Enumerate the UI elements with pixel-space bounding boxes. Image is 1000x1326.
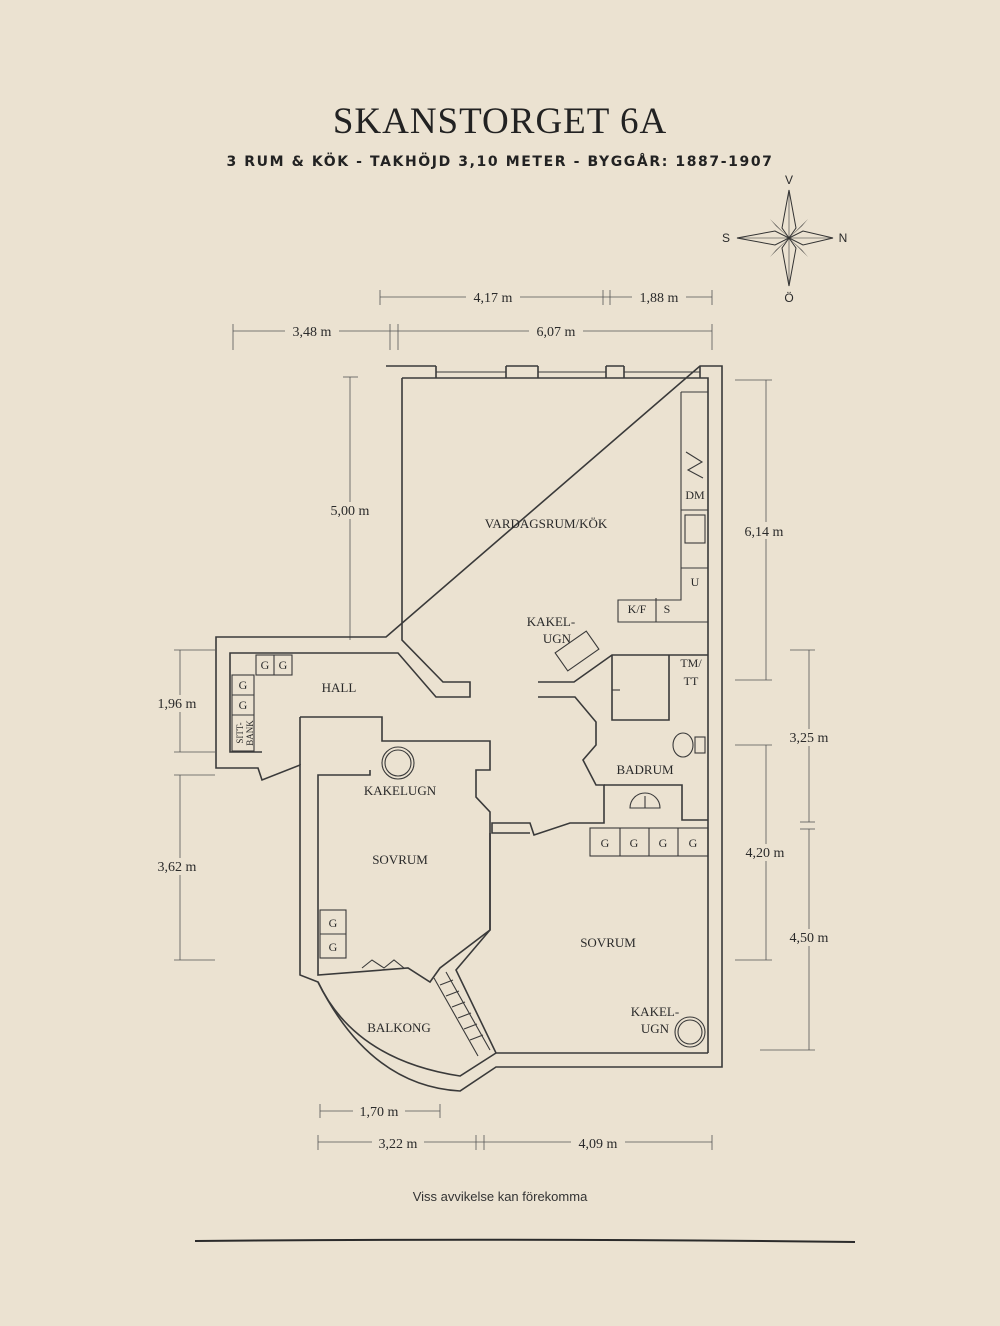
stove-label-1a: KAKEL-	[527, 614, 575, 629]
compass-east-label: Ö	[784, 291, 793, 305]
room-bedroom-1: SOVRUM	[372, 852, 428, 867]
compass-south-label: S	[722, 231, 730, 245]
fixture-tt-label: TT	[684, 674, 699, 688]
dim-bottom-right: 4,09 m	[579, 1137, 618, 1152]
walls	[215, 365, 723, 1092]
sittbank-label-b: BANK	[245, 720, 255, 746]
footer-rule	[194, 1238, 856, 1243]
stove-label-3b: UGN	[641, 1021, 670, 1036]
dim-left-bedroom: 3,62 m	[158, 860, 197, 875]
stove-label-3a: KAKEL-	[631, 1004, 679, 1019]
closet-g-6: G	[630, 836, 639, 850]
plan-title: SKANSTORGET 6A	[332, 101, 668, 142]
dimension-lines	[174, 290, 815, 1150]
tiled-stove-icons	[381, 746, 706, 1048]
dim-top-left: 3,48 m	[293, 325, 332, 340]
fixture-tm: TM/	[680, 656, 702, 670]
closet-g-5: G	[601, 836, 610, 850]
room-hall: HALL	[322, 680, 357, 695]
closet-g-8: G	[689, 836, 698, 850]
closet-g-9: G	[329, 916, 338, 930]
dim-top-a: 4,17 m	[474, 291, 513, 306]
closet-g-3: G	[239, 678, 248, 692]
fixture-s: S	[664, 602, 671, 616]
compass-north-label: N	[839, 231, 848, 245]
dim-bottom-left: 3,22 m	[379, 1137, 418, 1152]
closet-g-2: G	[279, 658, 288, 672]
disclaimer-note: Viss avvikelse kan förekomma	[412, 1189, 588, 1204]
dim-left-living: 5,00 m	[331, 504, 370, 519]
compass-icon	[736, 189, 834, 287]
bathroom-fixtures	[612, 689, 706, 809]
closet-g-4: G	[239, 698, 248, 712]
dim-top-b: 1,88 m	[640, 291, 679, 306]
kitchen-fixtures	[554, 451, 706, 672]
stove-label-1b: UGN	[543, 631, 572, 646]
dim-right-living: 6,14 m	[745, 525, 784, 540]
room-bathroom: BADRUM	[616, 762, 674, 777]
closet-blocks	[231, 654, 709, 959]
closet-g-1: G	[261, 658, 270, 672]
fixture-u: U	[691, 575, 700, 589]
room-living-kitchen: VARDAGSRUM/KÖK	[485, 516, 608, 531]
dim-top-right: 6,07 m	[537, 325, 576, 340]
dim-right-bed-b: 4,50 m	[790, 931, 829, 946]
closet-g-10: G	[329, 940, 338, 954]
dim-right-bed-a: 4,20 m	[746, 846, 785, 861]
closet-g-7: G	[659, 836, 668, 850]
compass-west-label: V	[785, 173, 793, 187]
dim-left-hall: 1,96 m	[158, 697, 197, 712]
plan-subtitle: 3 RUM & KÖK - TAKHÖJD 3,10 METER - BYGGÅ…	[226, 154, 774, 170]
room-balcony: BALKONG	[367, 1020, 431, 1035]
dim-bottom-balcony: 1,70 m	[360, 1105, 399, 1120]
dim-right-bath: 3,25 m	[790, 731, 829, 746]
room-bedroom-2: SOVRUM	[580, 935, 636, 950]
fixture-kf: K/F	[628, 602, 647, 616]
fixture-dm: DM	[685, 488, 705, 502]
sittbank-label-a: SITT-	[235, 722, 245, 743]
stove-label-2: KAKELUGN	[364, 783, 437, 798]
